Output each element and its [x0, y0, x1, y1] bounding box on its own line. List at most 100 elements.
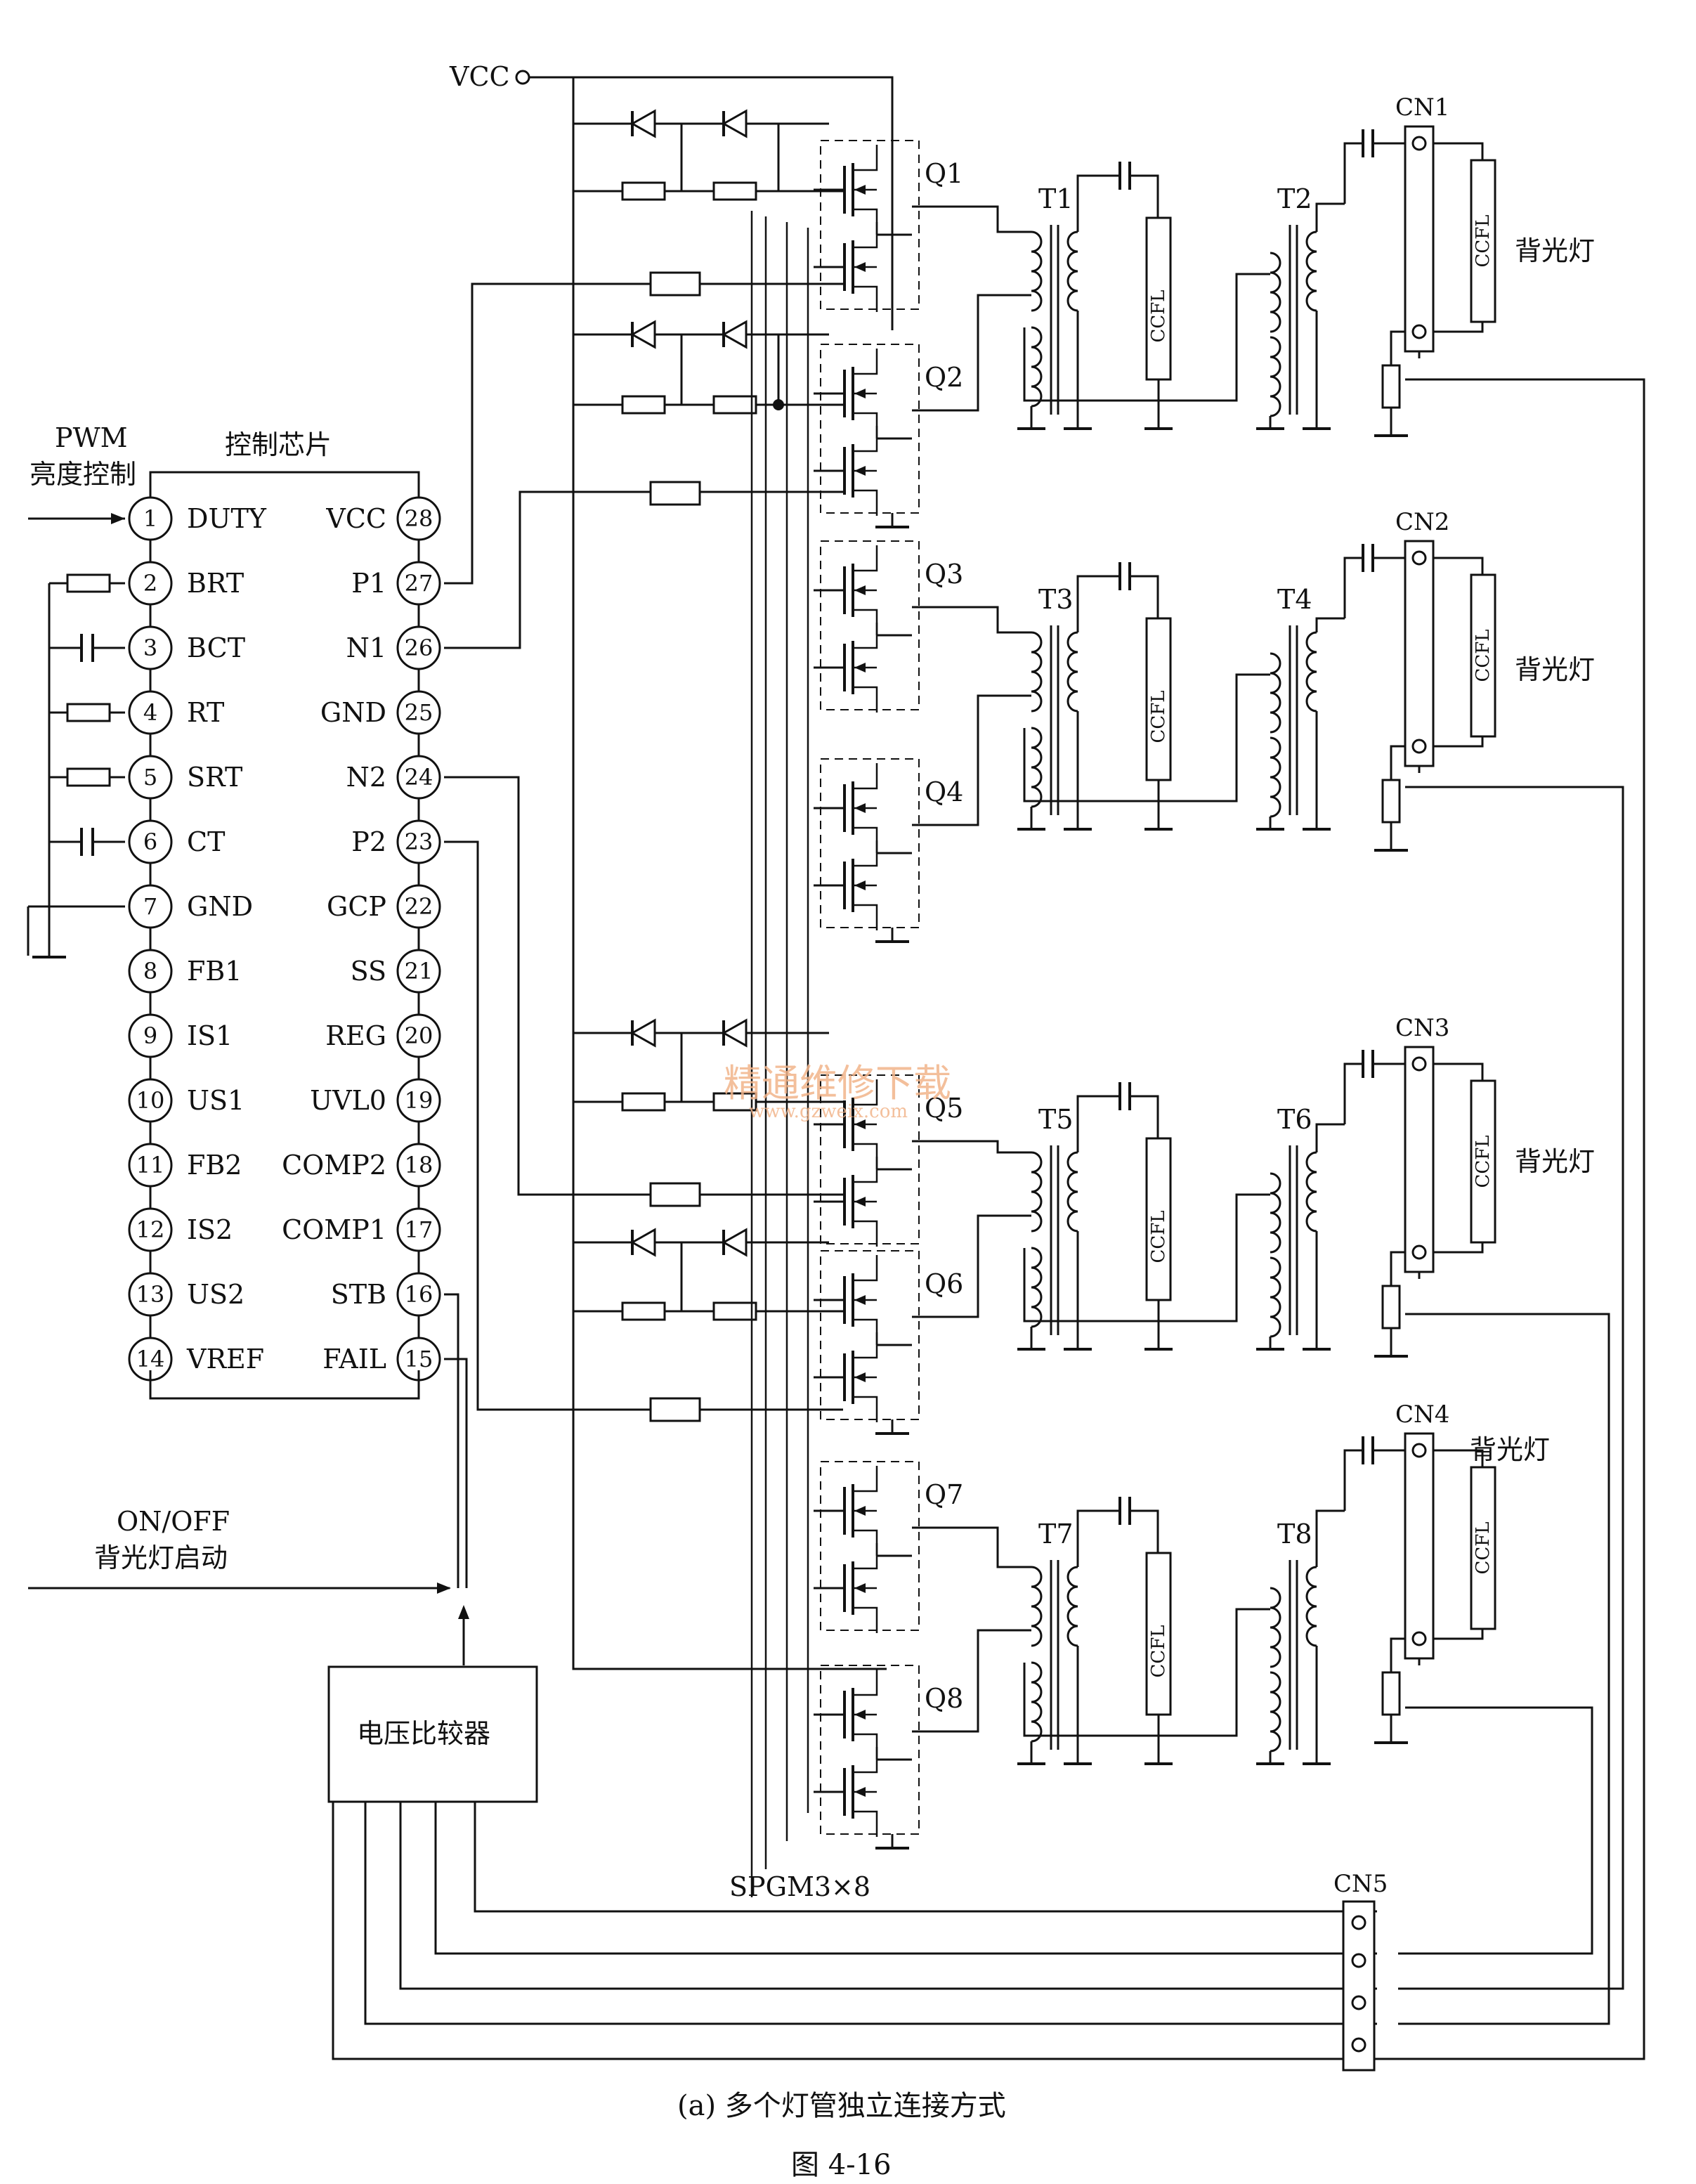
diode-pair	[573, 1018, 829, 1048]
ccfl-lamp	[1470, 1079, 1496, 1244]
pin-number: 2	[143, 570, 157, 597]
module-label: SPGM3×8	[729, 1871, 870, 1902]
chip-pin-28: 28 VCC	[325, 496, 441, 562]
pin-number: 26	[405, 635, 433, 661]
pin-name: N1	[346, 632, 386, 663]
connector-label: CN3	[1395, 1014, 1449, 1042]
svg-text:CCFL: CCFL	[1148, 690, 1169, 743]
mosfet-q4: Q4	[814, 758, 963, 930]
mosfet-label: Q4	[925, 776, 963, 807]
vcc-label: VCC	[449, 61, 510, 92]
backlight-label: 背光灯	[1515, 235, 1595, 266]
svg-text:CCFL: CCFL	[1473, 1135, 1494, 1188]
transformer-label: T2	[1277, 183, 1312, 214]
chip-pin-14: 14 VREF	[128, 1337, 264, 1382]
mosfet-label: Q5	[925, 1093, 963, 1124]
backlight-start-label: 背光灯启动	[94, 1542, 228, 1573]
diode-pair	[573, 320, 829, 349]
transformer-label: T7	[1038, 1519, 1074, 1549]
transformer-label: T5	[1038, 1104, 1074, 1135]
vcc-rail: VCC	[449, 61, 894, 1670]
chip-header: PWM 亮度控制 控制芯片	[28, 422, 420, 524]
transformer-label: T8	[1277, 1519, 1312, 1549]
pin-name: VCC	[325, 503, 386, 534]
pin-number: 28	[405, 505, 433, 532]
watermark: 精通维修下载 www.gzweix.com	[724, 1061, 951, 1122]
caption: (a) 多个灯管独立连接方式	[677, 2090, 1006, 2122]
svg-text:CCFL: CCFL	[1148, 1625, 1169, 1677]
diode-pair	[573, 1228, 829, 1257]
transformer-label: T3	[1038, 584, 1074, 615]
svg-text:CCFL: CCFL	[1148, 290, 1169, 342]
pin-number: 24	[405, 764, 433, 791]
chip-title: 控制芯片	[225, 429, 332, 460]
pin-name: VREF	[186, 1344, 264, 1374]
connector-label: CN2	[1395, 508, 1449, 536]
pin-number: 7	[143, 893, 157, 920]
svg-text:CCFL: CCFL	[1473, 214, 1494, 267]
chip-pin-15: 15 FAIL	[322, 1337, 441, 1382]
mosfet-q6: Q6	[814, 1250, 963, 1422]
pin-name: IS1	[187, 1020, 233, 1051]
mosfet-q5: Q5	[814, 1074, 963, 1247]
diode-pair	[573, 109, 829, 138]
pin-name: RT	[187, 697, 224, 728]
pin-number: 23	[405, 828, 433, 855]
pin-name: REG	[325, 1020, 386, 1051]
pin-name: COMP2	[282, 1150, 386, 1181]
pin-name: SRT	[187, 762, 242, 793]
pin-number: 16	[405, 1281, 433, 1308]
ccfl-lamp	[1470, 159, 1496, 323]
pin-number: 17	[405, 1216, 433, 1243]
pin-number: 10	[136, 1087, 165, 1114]
transformer-label: T1	[1038, 183, 1074, 214]
pin-name: GND	[320, 697, 386, 728]
chip-pin-20: 20 REG	[325, 1013, 441, 1079]
mosfet-q7: Q7	[814, 1461, 963, 1633]
pin-name: IS2	[187, 1214, 233, 1245]
pin-number: 20	[405, 1022, 433, 1049]
mosfet-label: Q7	[925, 1479, 963, 1510]
pin-number: 27	[405, 570, 433, 597]
chip-pin-9: 9 IS1	[128, 1013, 233, 1079]
ccfl-lamp	[1145, 216, 1172, 381]
backlight-label: 背光灯	[1515, 654, 1595, 685]
pin-number: 9	[143, 1022, 157, 1049]
watermark-url: www.gzweix.com	[749, 1101, 908, 1122]
backlight-label: 背光灯	[1515, 1146, 1595, 1177]
pin-number: 8	[143, 958, 157, 984]
resistor-pair	[573, 181, 843, 201]
mosfet-q8: Q8	[814, 1665, 963, 1837]
resistor-pair	[573, 1092, 843, 1112]
pin-number: 19	[405, 1087, 433, 1114]
pin-number: 12	[136, 1216, 165, 1243]
comparator-label: 电压比较器	[357, 1718, 490, 1749]
pin-name: FAIL	[322, 1344, 386, 1374]
ccfl-lamp	[1470, 573, 1496, 738]
pin-number: 14	[136, 1346, 165, 1372]
transformer-label: T4	[1277, 584, 1312, 615]
pin-number: 15	[405, 1346, 433, 1372]
